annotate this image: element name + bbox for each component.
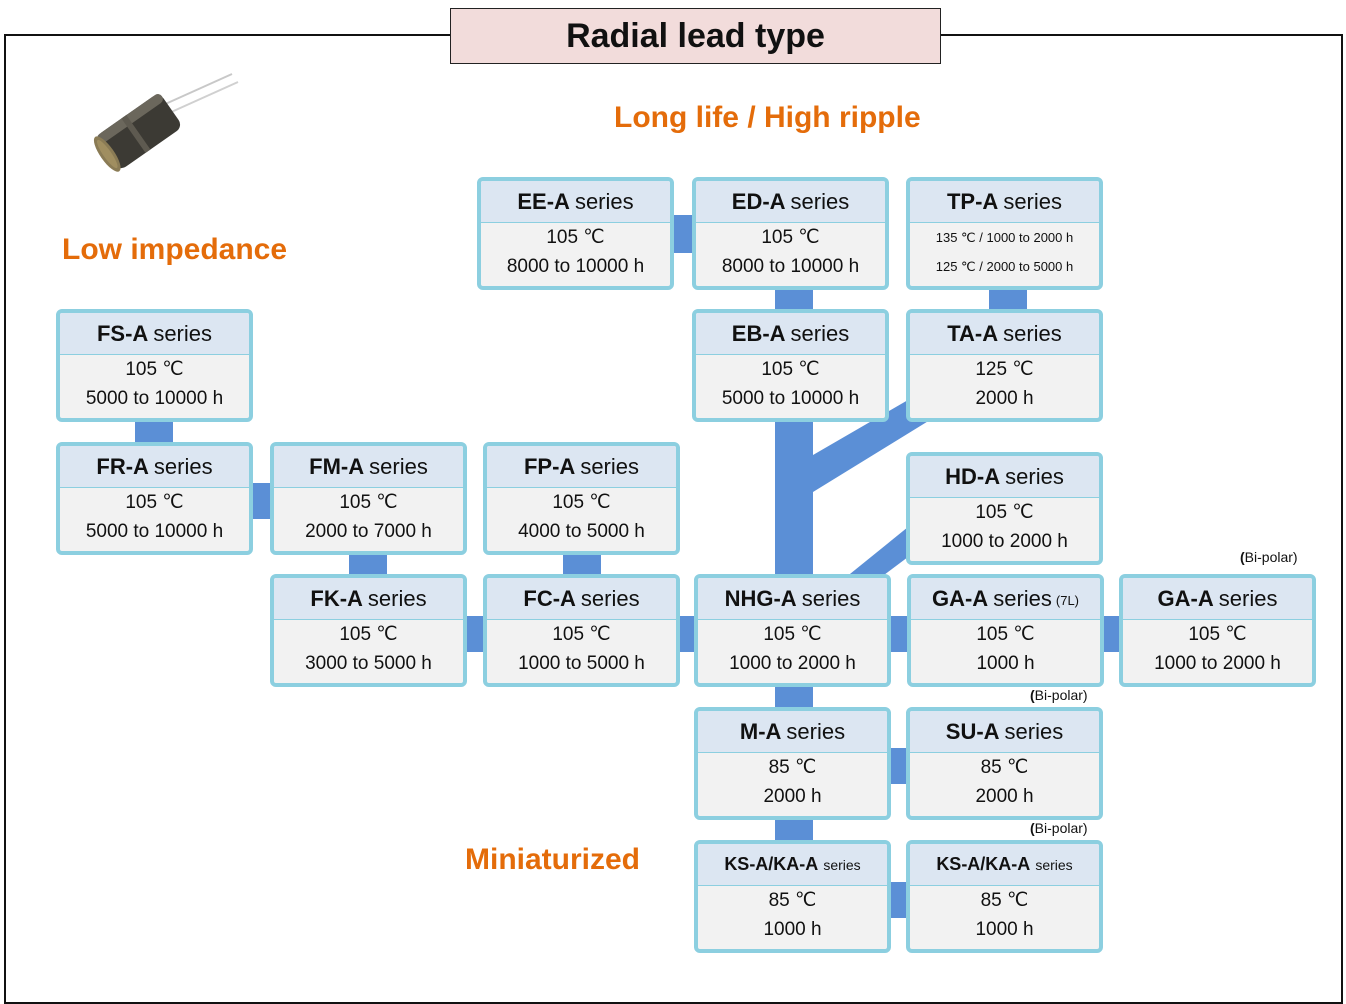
connector-m-su: [890, 748, 910, 784]
low-impedance-category-label: Low impedance: [62, 233, 288, 266]
connector-ks-ksbipolar: [890, 882, 910, 918]
bipolar-note-su-a: (Bi-polar): [1030, 687, 1088, 703]
long-life-category-label: Long life / High ripple: [614, 101, 921, 134]
bipolar-note-ks-ka-a: (Bi-polar): [1030, 820, 1088, 836]
connector-ga-gabipolar: [1104, 616, 1121, 652]
capacitor-image: [93, 73, 239, 172]
connector-hd-nhg: [845, 527, 908, 578]
diagram-title: Radial lead type: [450, 8, 941, 64]
connector-fr-fm: [252, 483, 272, 519]
connector-ta-branch: [813, 400, 930, 492]
connector-fc-nhg: [679, 616, 696, 652]
miniaturized-category-label: Miniaturized: [465, 843, 641, 876]
connector-nhg-ga: [890, 616, 910, 652]
connector-fk-fc: [465, 616, 485, 652]
connector-ee-ed: [672, 215, 695, 253]
connector-eb-nhg: [775, 414, 813, 576]
bipolar-note-ga-a: (Bi-polar): [1240, 549, 1298, 565]
